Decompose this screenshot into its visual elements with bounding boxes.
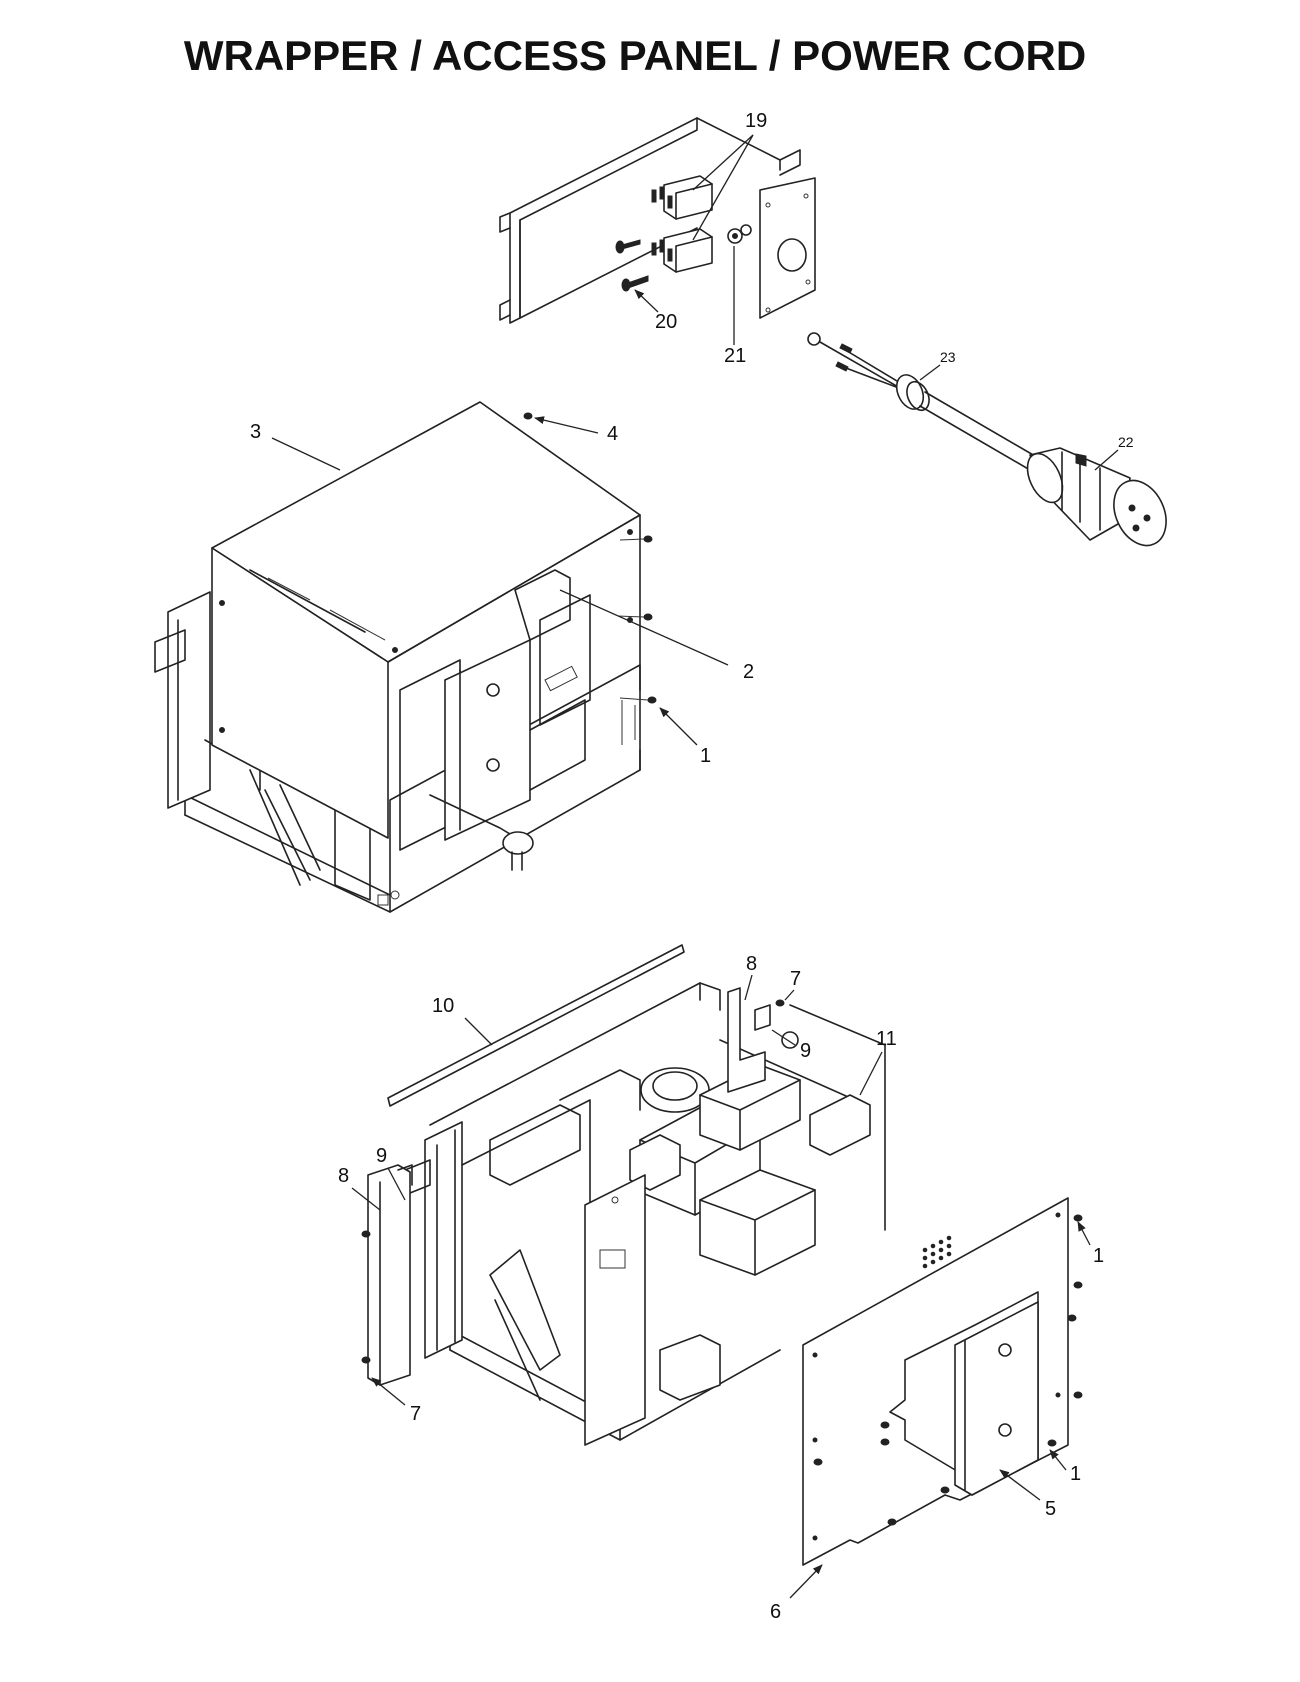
callout-11: 11 [859,1028,897,1096]
callout-5: 5 [999,1469,1056,1520]
page-title: WRAPPER / ACCESS PANEL / POWER CORD [183,32,1087,79]
callout-label: 20 [655,311,677,333]
callout-label: 11 [876,1028,897,1050]
callout-1-right-bottom: 1 [1049,1449,1081,1485]
screw-icon [615,239,641,254]
screw-icon [523,412,533,420]
screw-icon [643,535,653,543]
cord-grommet [895,374,930,412]
callout-label: 6 [770,1601,781,1623]
screw-icon [621,275,649,292]
callout-label: 23 [940,349,956,365]
callout-2: 2 [559,589,754,683]
cord-bracket-assembly [499,117,816,324]
callout-label: 10 [432,995,454,1017]
callout-9-left: 9 [376,1145,406,1201]
power-cord [807,332,1167,547]
callout-7-left: 7 [371,1377,421,1425]
callout-10: 10 [432,995,493,1046]
callout-21: 21 [724,246,746,367]
callout-label: 21 [724,345,746,367]
callout-7-top: 7 [784,968,801,1001]
callout-8-left: 8 [338,1165,381,1211]
callout-9-top: 9 [771,1029,811,1062]
screw-icon [647,696,657,704]
callout-label: 7 [790,968,801,990]
gasket-strip [387,944,685,1107]
callout-label: 4 [607,423,618,445]
terminal-block-lower [651,228,713,273]
screw-icon [1073,1391,1083,1399]
screw-icon [880,1438,890,1446]
screw-icon [361,1230,371,1238]
wrapper-cover [211,401,641,839]
vent-grille [922,1235,952,1269]
screw-icon [813,1458,823,1466]
callout-label: 7 [410,1403,421,1425]
callout-label: 1 [700,745,711,767]
callout-label: 3 [250,421,261,443]
callout-label: 19 [745,110,767,132]
side-bracket-right [727,987,771,1093]
oven-with-wrapper [154,401,657,913]
screw-icon [880,1421,890,1429]
screw-icon [1047,1439,1057,1447]
callout-23: 23 [919,349,956,381]
power-plug [1026,447,1167,547]
callout-6: 6 [770,1564,823,1623]
callout-label: 9 [800,1040,811,1062]
callout-label: 8 [746,953,757,975]
callout-label: 2 [743,661,754,683]
callout-label: 1 [1070,1463,1081,1485]
callout-label: 8 [338,1165,349,1187]
callout-20: 20 [634,289,677,333]
callout-1-upper: 1 [659,707,711,767]
screw-icon [887,1518,897,1526]
screw-icon [643,613,653,621]
callout-label: 22 [1118,434,1134,450]
screw-icon [1073,1214,1083,1222]
callout-label: 9 [376,1145,387,1167]
callout-label: 5 [1045,1498,1056,1520]
callout-22: 22 [1094,434,1134,471]
callout-8-top: 8 [744,953,757,1001]
screw-icon [1073,1281,1083,1289]
side-bracket-left [367,1164,413,1386]
callout-4: 4 [534,416,618,445]
callout-19: 19 [692,110,767,241]
screw-icon [775,999,785,1007]
screw-icon [1067,1314,1077,1322]
screw-icon [940,1486,950,1494]
callout-label: 1 [1093,1245,1104,1267]
terminal-block-upper [651,175,713,220]
access-panel-front [889,1291,1039,1496]
callout-3: 3 [250,421,341,471]
screw-icon [361,1356,371,1364]
oven-with-access-panels [361,944,1083,1566]
nut-icon [727,224,752,244]
callout-1-right-top: 1 [1077,1221,1104,1267]
